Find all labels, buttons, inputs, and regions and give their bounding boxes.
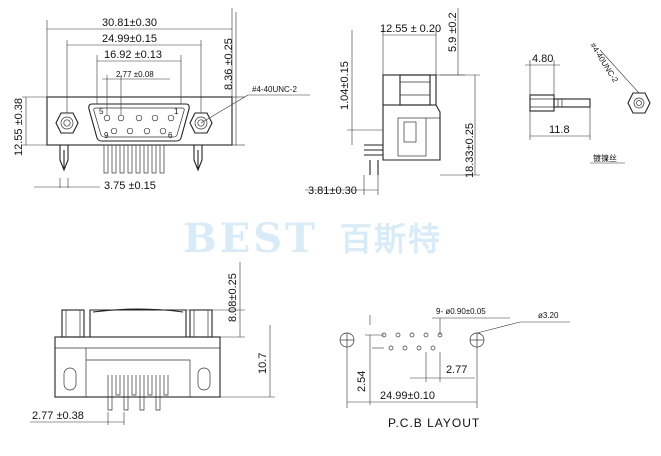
dim-standoff-hex-width: 4.80 (532, 53, 553, 65)
dim-pin-row-width: 16.92 ±0.13 (104, 49, 162, 61)
pin-label-9: 9 (104, 131, 109, 140)
dim-mount-spacing: 24.99±0.15 (102, 33, 157, 45)
dim-overall-width: 30.81±0.30 (102, 17, 157, 29)
standoff-hex-end (627, 92, 651, 114)
standoff-view: 4.80 11.8 #4-40UNC-2 镀镍丝 (525, 41, 651, 164)
front-left-boardlock (59, 145, 69, 172)
bottom-tails (107, 375, 169, 411)
standoff-note: 镀镍丝 (593, 153, 617, 163)
pin-label-5: 5 (99, 107, 104, 116)
pin-label-1: 1 (174, 107, 179, 116)
bottom-right-standoff (189, 309, 213, 338)
front-pin-row-bottom (110, 127, 167, 135)
front-d-shell-inner (93, 107, 185, 138)
standoff-thread (553, 98, 591, 108)
side-upper-body (382, 74, 437, 106)
dim-side-pin-offset: 1.04±0.15 (339, 61, 351, 110)
dim-flange-height: 12.55 ±0.38 (13, 98, 25, 156)
dim-bottom-shell-height: 8.08±0.25 (227, 273, 239, 322)
pcb-mount-hole-spec: ø3.20 (538, 311, 559, 320)
front-right-nut (189, 112, 213, 134)
dim-pin-pitch: 2.77 ±0.08 (116, 70, 154, 79)
front-thread-spec: #4-40UNC-2 (252, 85, 297, 94)
pcb-left-mount-hole (339, 332, 355, 348)
bottom-d-shell (89, 309, 187, 338)
pcb-holes-row-top (381, 332, 443, 338)
pcb-holes-row-bottom (388, 345, 436, 351)
front-view: 5 1 9 6 (13, 8, 310, 192)
watermark: BEST 百斯特 (183, 215, 442, 262)
side-lower-body (382, 104, 441, 161)
pcb-hole-spec: 9- ø0.90±0.05 (436, 307, 486, 316)
front-d-shell-outer (88, 103, 190, 142)
dim-side-top-offset: 5.9 ±0.2 (447, 12, 459, 52)
dim-side-tail-offset: 3.81±0.30 (308, 185, 357, 197)
standoff-thread-spec: #4-40UNC-2 (588, 41, 620, 84)
front-left-nut (55, 112, 79, 134)
dim-bottom-total-height: 10.7 (257, 353, 269, 374)
front-tails (103, 144, 165, 174)
front-pin-row-top (103, 114, 175, 122)
pcb-hole-spacing: 24.99±0.10 (380, 390, 435, 402)
bottom-housing (54, 336, 221, 398)
front-right-boardlock (193, 145, 203, 172)
pcb-pitch: 2.77 (446, 364, 467, 376)
bottom-right-slot (197, 367, 211, 391)
pcb-right-mount-hole (469, 332, 485, 348)
pcb-layout: 9- ø0.90±0.05 ø3.20 2.77 2.54 24.99±0.10… (339, 307, 570, 430)
dim-bottom-row-offset: 2.77 ±0.38 (32, 410, 84, 422)
dim-side-depth: 12.55 ± 0.20 (380, 23, 441, 35)
bottom-left-standoff (61, 309, 85, 338)
dim-tail-pitch: 3.75 ±0.15 (104, 180, 156, 192)
watermark-brand: BEST (183, 215, 318, 262)
side-view: 12.55 ± 0.20 5.9 ±0.2 1.04±0.15 18.33±0.… (305, 8, 480, 197)
pcb-row-spacing: 2.54 (356, 371, 368, 392)
bottom-left-slot (63, 367, 77, 391)
pcb-layout-title: P.C.B LAYOUT (388, 416, 480, 430)
bottom-view: 8.08±0.25 10.7 2.77 ±0.38 (30, 262, 275, 425)
watermark-brand-cn: 百斯特 (340, 220, 442, 258)
dim-shell-height: 8.36 ±0.25 (223, 38, 235, 90)
pin-label-6: 6 (168, 131, 173, 140)
dim-standoff-length: 11.8 (549, 124, 570, 136)
standoff-hex (529, 94, 555, 112)
dim-side-height: 18.33±0.25 (464, 123, 476, 178)
